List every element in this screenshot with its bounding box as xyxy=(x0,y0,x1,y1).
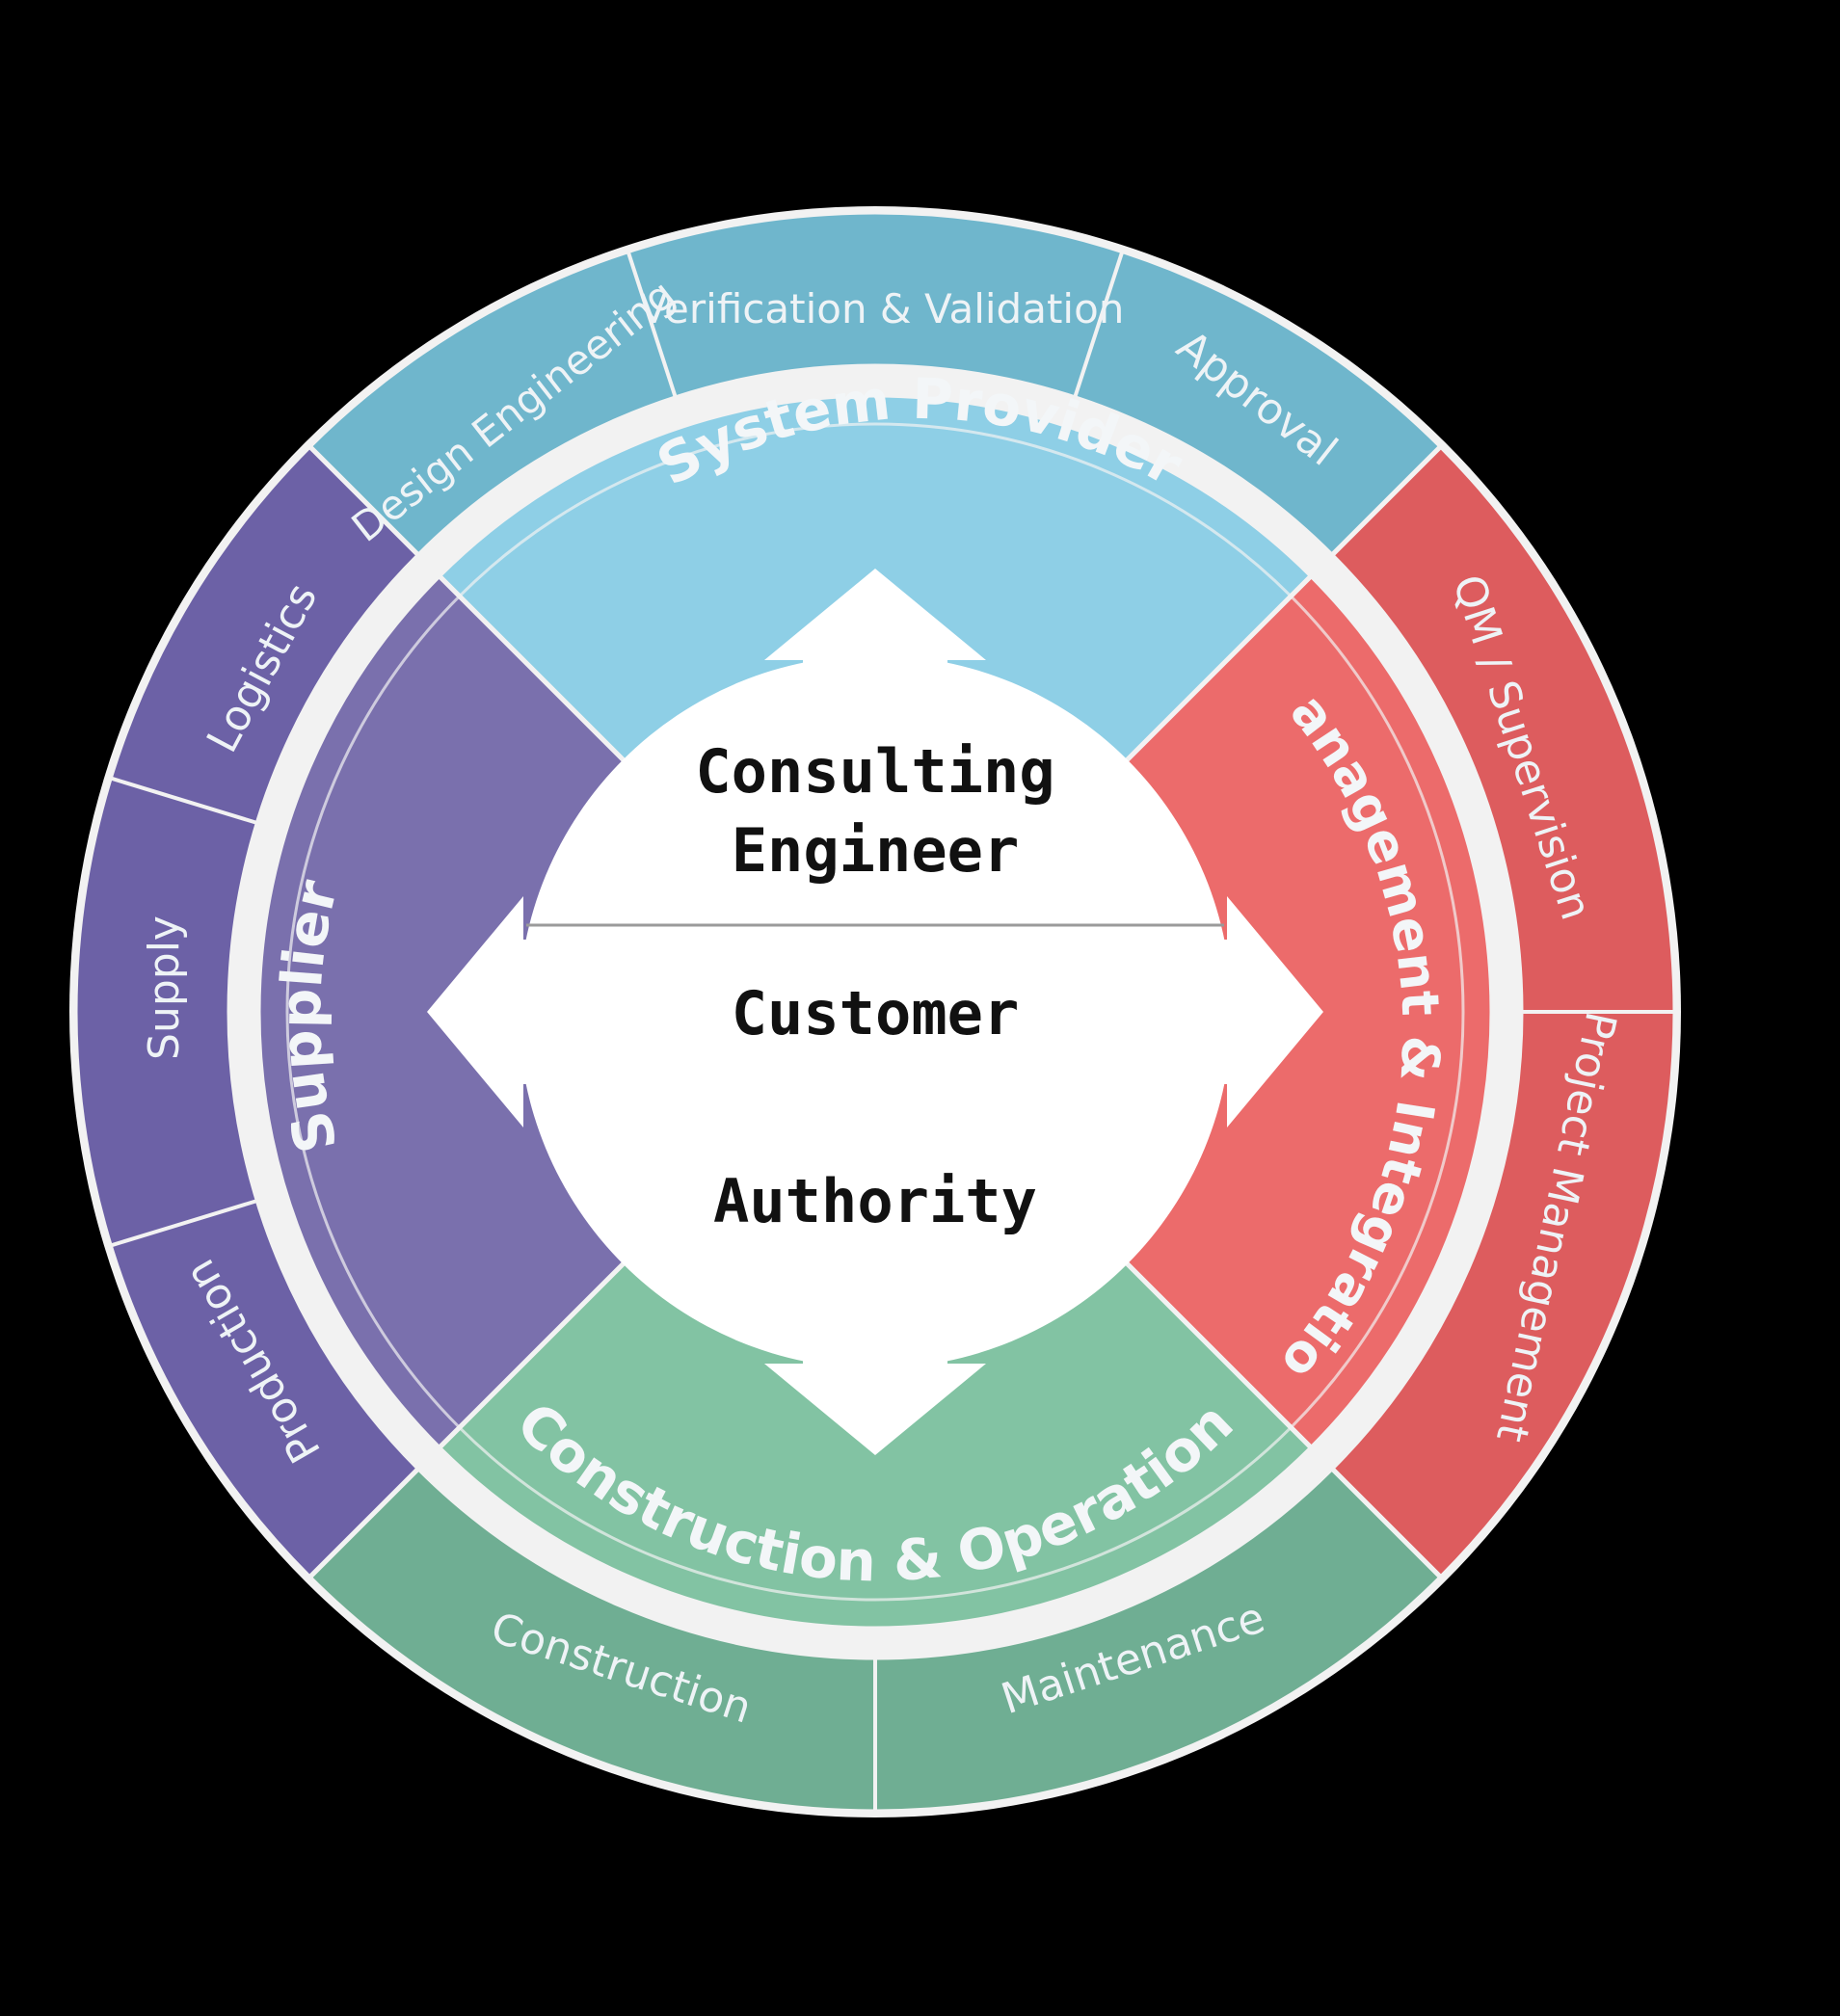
verification-validation-label: Verification & Validation xyxy=(640,285,1125,332)
outer-ring-divider xyxy=(109,1198,258,1248)
arrow-up-icon xyxy=(764,569,986,694)
system-provider-outer-sector xyxy=(306,209,1445,559)
outer-ring-divider xyxy=(109,776,258,826)
outer-ring-divider xyxy=(1073,251,1125,399)
arrow-left-icon xyxy=(427,896,557,1127)
ring-separator xyxy=(245,382,1506,1642)
construction-outer-sector xyxy=(306,1465,1445,1815)
customer-label: Customer xyxy=(732,978,1020,1048)
core-circle xyxy=(519,655,1232,1368)
arrow-down-icon xyxy=(764,1330,986,1455)
inner-ring-line xyxy=(285,422,1465,1602)
arrow-right-icon xyxy=(1193,896,1323,1127)
consulting-engineer-label-line1: Consulting xyxy=(695,736,1054,807)
supply-label: Supply xyxy=(140,915,189,1060)
authority-label: Authority xyxy=(713,1166,1037,1236)
management-outer-sector xyxy=(1328,442,1678,1581)
consulting-engineer-label-line2: Engineer xyxy=(732,815,1020,886)
core-diamond xyxy=(427,569,1323,1455)
supplier-outer-sector xyxy=(72,442,422,1581)
outer-ring-divider xyxy=(626,251,678,399)
